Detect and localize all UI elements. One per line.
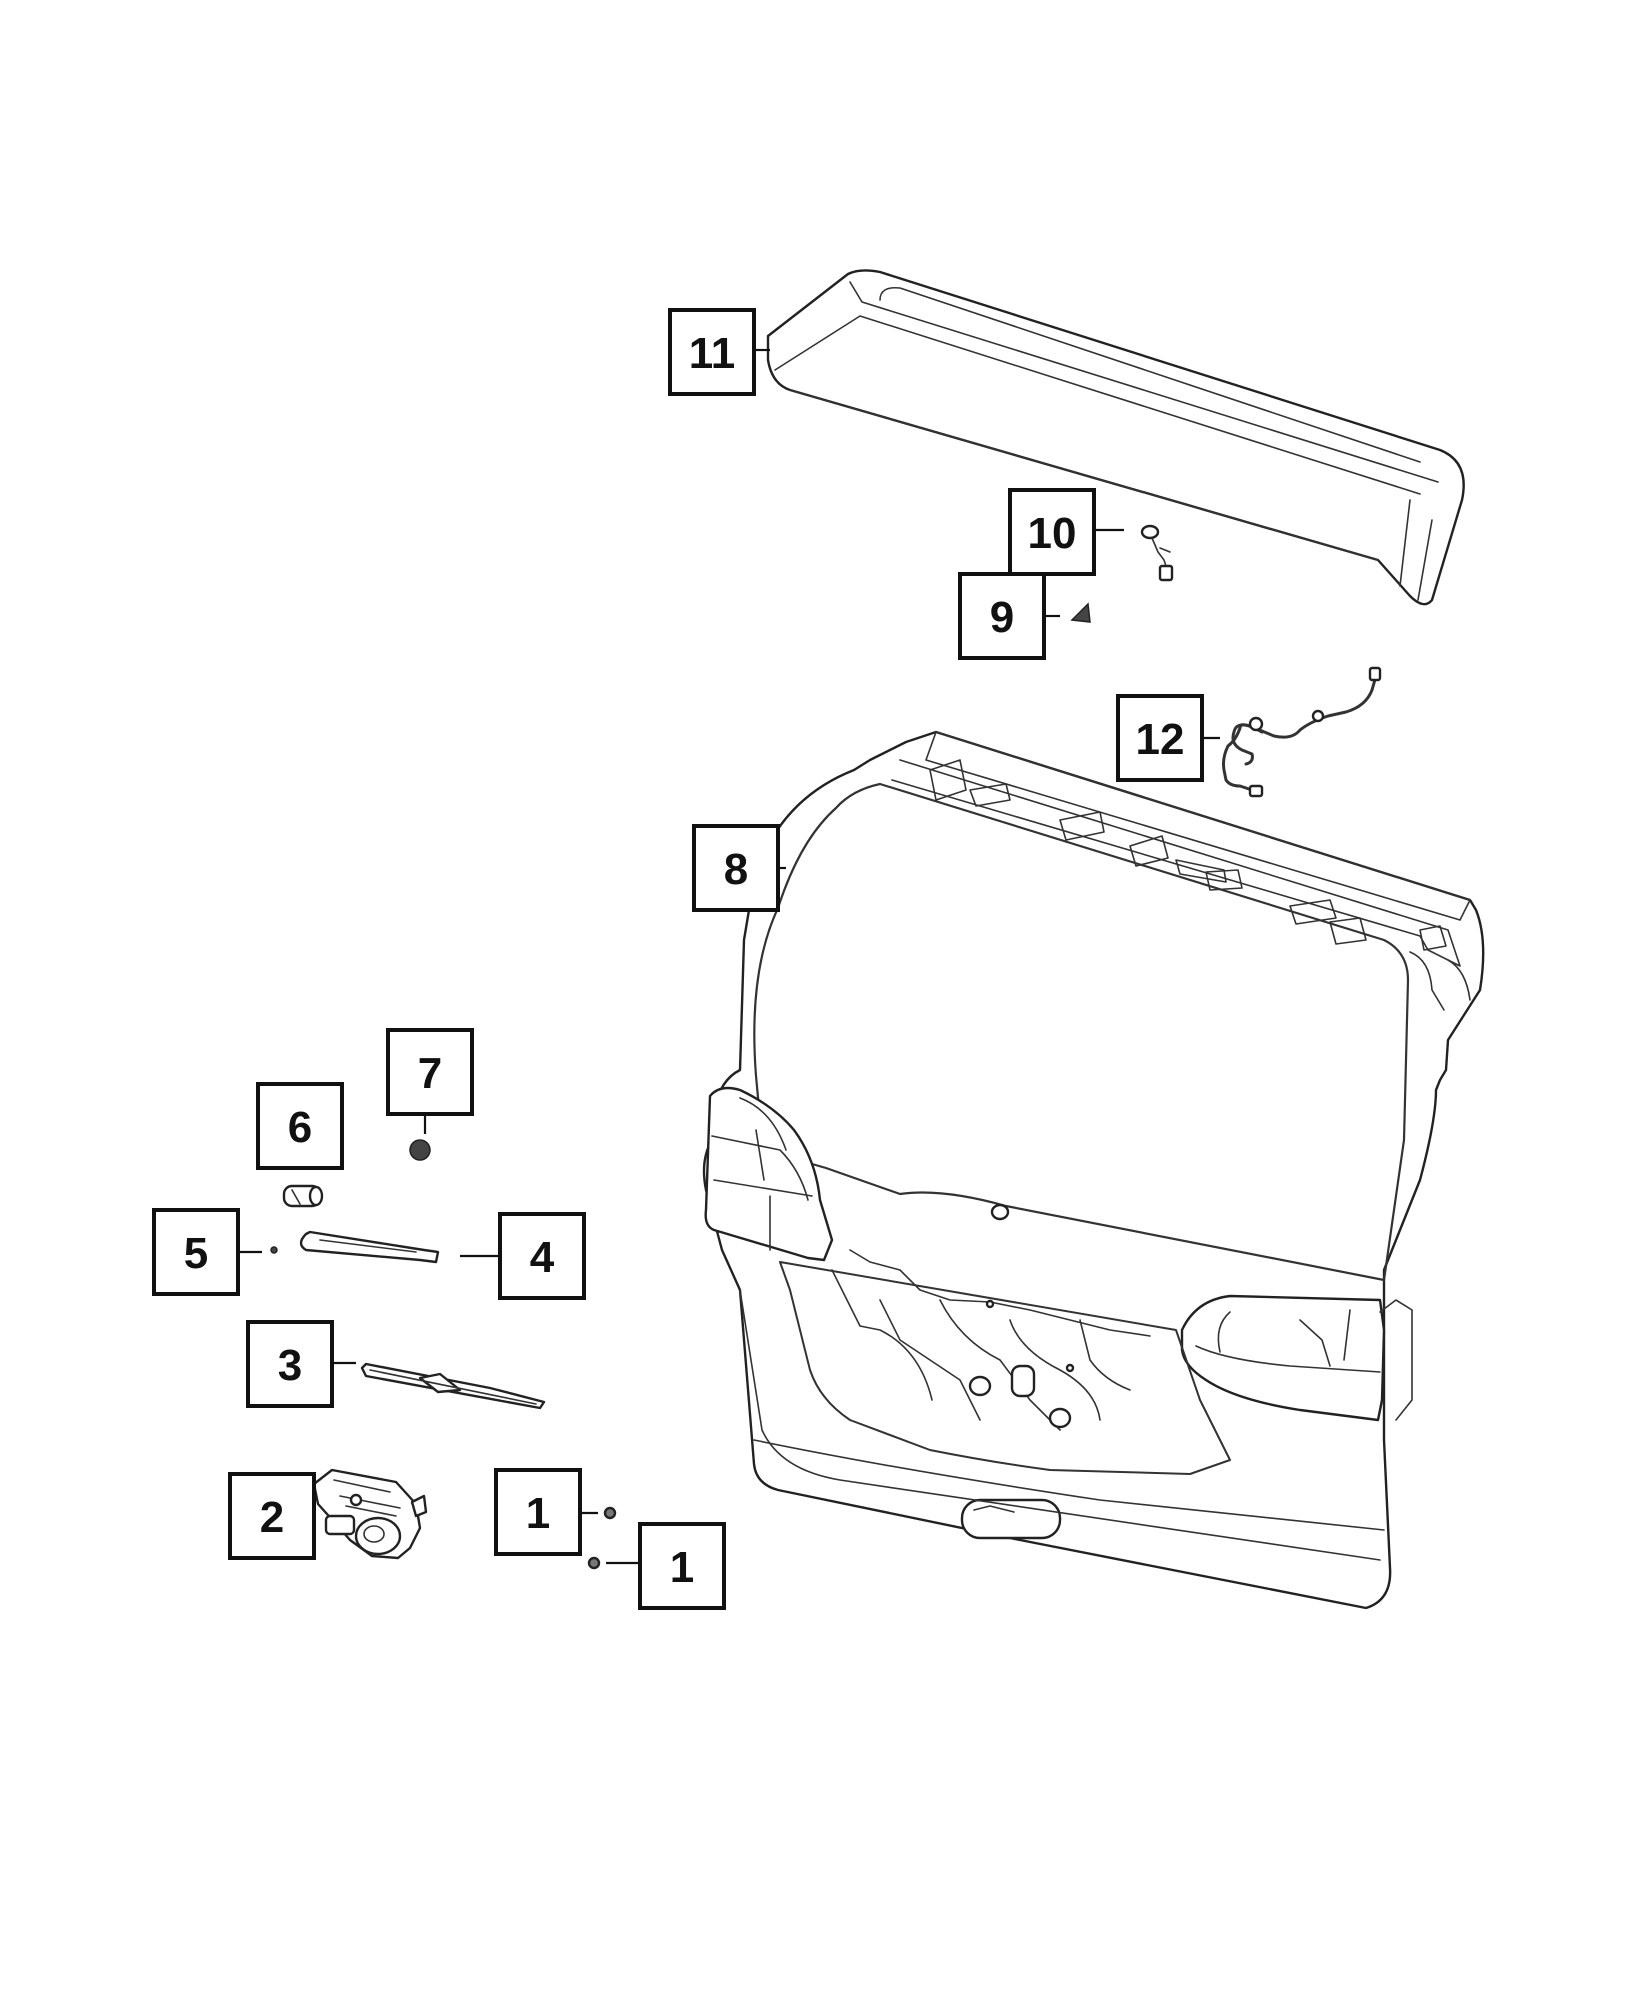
small-washer-part[interactable] (270, 1246, 278, 1254)
wiring-harness-part[interactable] (1222, 666, 1382, 798)
callout-8: 8 (692, 824, 780, 912)
callout-label: 8 (724, 845, 748, 894)
callout-12: 12 (1116, 694, 1204, 782)
callout-label: 6 (288, 1103, 312, 1152)
wiper-arm-part[interactable] (299, 1230, 440, 1264)
callout-label: 10 (1028, 509, 1077, 558)
spoiler-part[interactable] (766, 269, 1465, 606)
grommet-part-upper[interactable] (603, 1506, 617, 1520)
callout-label: 4 (530, 1233, 555, 1282)
callout-label: 12 (1136, 715, 1185, 764)
callout-11: 11 (668, 308, 756, 396)
callout-10: 10 (1008, 488, 1096, 576)
wiper-cap-part[interactable] (282, 1184, 324, 1208)
callout-9: 9 (958, 572, 1046, 660)
liftgate-part[interactable] (702, 730, 1485, 1610)
wiper-motor-part[interactable] (312, 1468, 428, 1560)
callout-1-upper: 1 (494, 1468, 582, 1556)
wiper-nut-part[interactable] (409, 1139, 431, 1161)
callout-7: 7 (386, 1028, 474, 1116)
callout-label: 3 (278, 1341, 302, 1390)
grommet-part-lower[interactable] (587, 1556, 601, 1570)
callout-label: 7 (418, 1049, 442, 1098)
lamp-connector-part[interactable] (1140, 524, 1174, 582)
clip-part[interactable] (1070, 602, 1091, 623)
callout-label: 2 (260, 1493, 284, 1542)
callout-label: 11 (689, 329, 736, 378)
callout-1-lower: 1 (638, 1522, 726, 1610)
callout-4: 4 (498, 1212, 586, 1300)
callout-3: 3 (246, 1320, 334, 1408)
callout-label: 9 (990, 593, 1014, 642)
wiper-blade-part[interactable] (360, 1362, 546, 1410)
callout-2: 2 (228, 1472, 316, 1560)
callout-label: 1 (526, 1489, 550, 1538)
callout-label: 1 (670, 1543, 694, 1592)
callout-6: 6 (256, 1082, 344, 1170)
callout-label: 5 (184, 1229, 208, 1278)
callout-5: 5 (152, 1208, 240, 1296)
